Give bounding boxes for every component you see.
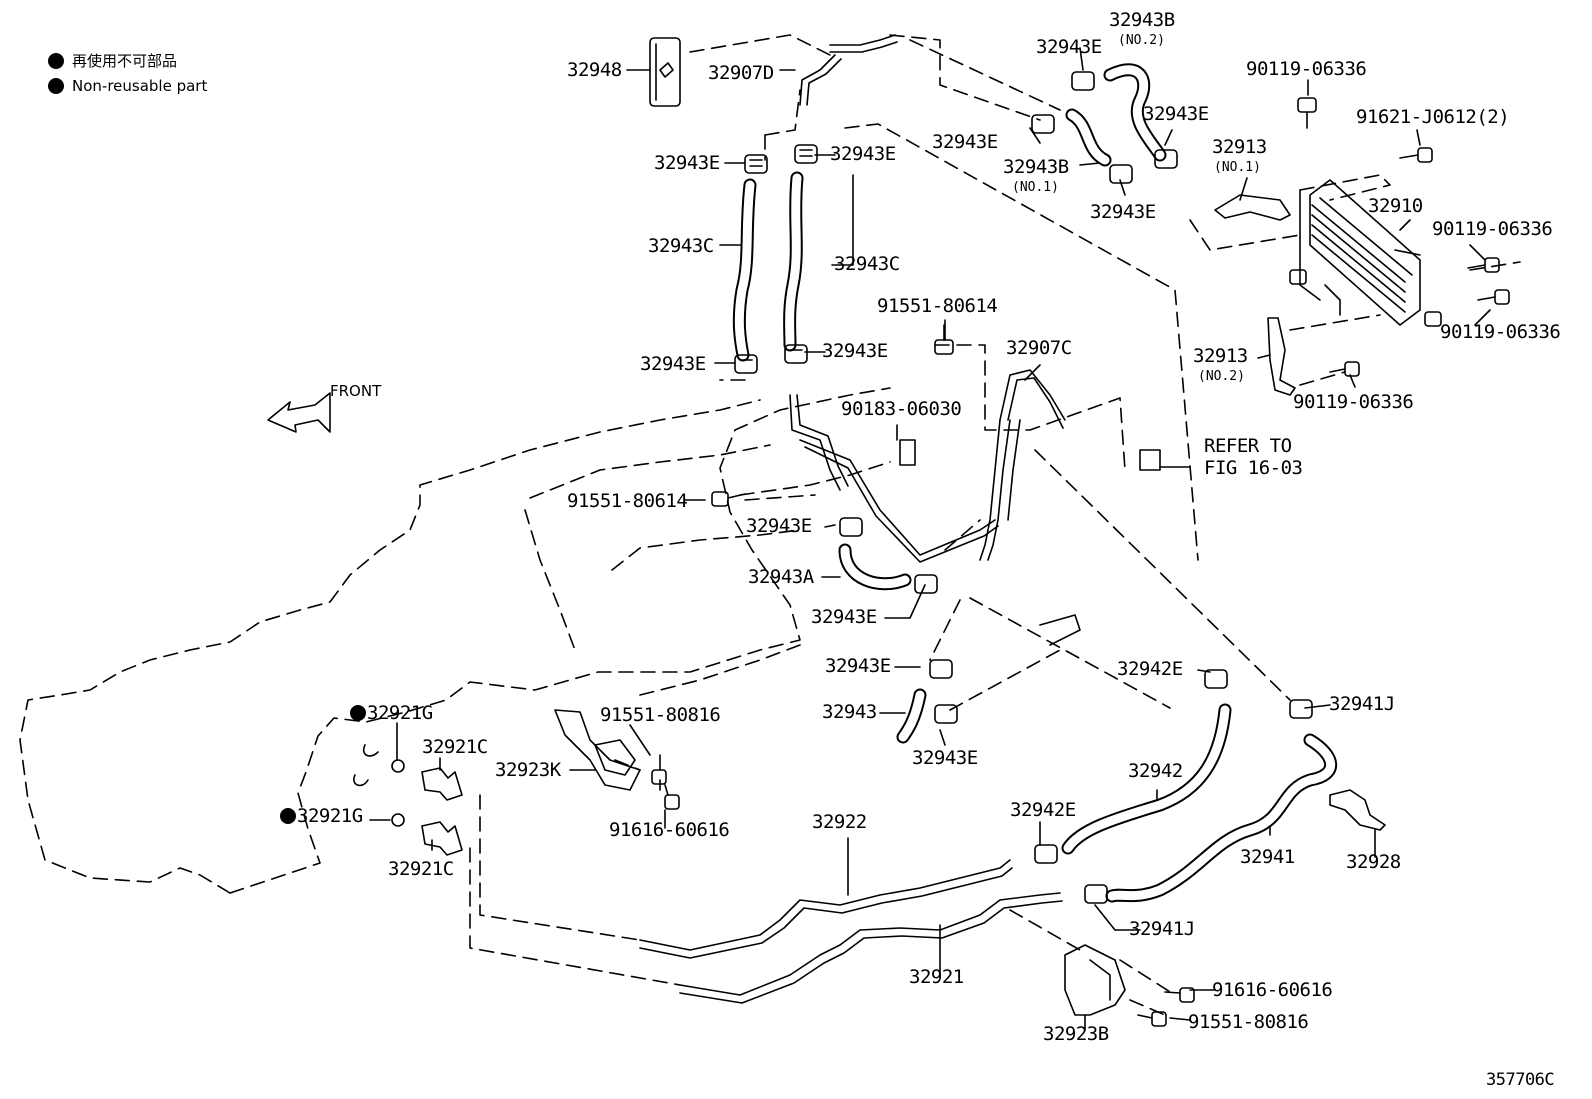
part-label[interactable]: 32943 bbox=[822, 701, 877, 723]
part-sublabel: (NO.2) bbox=[1198, 369, 1245, 384]
part-label[interactable]: 90183-06030 bbox=[841, 398, 962, 420]
part-label[interactable]: 32922 bbox=[812, 811, 867, 833]
non-reusable-dot-icon bbox=[48, 53, 64, 69]
part-label[interactable]: 32913 bbox=[1193, 345, 1248, 367]
legend-en: Non-reusable part bbox=[48, 77, 207, 95]
part-label[interactable]: 90119-06336 bbox=[1293, 391, 1414, 413]
part-label-non-reusable[interactable]: 32921G bbox=[350, 703, 433, 723]
part-label[interactable]: 32941 bbox=[1240, 846, 1295, 868]
part-label[interactable]: 32923K bbox=[495, 759, 561, 781]
part-label[interactable]: 90119-06336 bbox=[1440, 321, 1561, 343]
non-reusable-dot-icon bbox=[350, 705, 366, 721]
figure-code: 357706C bbox=[1486, 1070, 1555, 1090]
part-label[interactable]: 91616-60616 bbox=[1212, 979, 1333, 1001]
part-label[interactable]: 32943E bbox=[830, 143, 896, 165]
part-label[interactable]: 32921 bbox=[909, 966, 964, 988]
front-arrow bbox=[267, 392, 331, 433]
part-label[interactable]: 91551-80816 bbox=[1188, 1011, 1309, 1033]
part-label[interactable]: 32923B bbox=[1043, 1023, 1109, 1045]
part-sublabel: (NO.1) bbox=[1012, 180, 1059, 195]
part-label[interactable]: 32943E bbox=[912, 747, 978, 769]
non-reusable-dot-icon bbox=[280, 808, 296, 824]
part-label[interactable]: 32913 bbox=[1212, 136, 1267, 158]
pad-32948 bbox=[649, 37, 681, 107]
part-label[interactable]: 91551-80614 bbox=[877, 295, 998, 317]
part-label[interactable]: 32943C bbox=[648, 235, 714, 257]
brackets bbox=[554, 194, 1386, 1016]
part-label[interactable]: 32943B bbox=[1003, 156, 1069, 178]
refer-line1: REFER TO bbox=[1204, 435, 1292, 457]
part-label[interactable]: 32910 bbox=[1368, 195, 1423, 217]
hose-clamps bbox=[734, 71, 1313, 904]
part-label[interactable]: 32941J bbox=[1329, 693, 1395, 715]
part-label[interactable]: 91551-80816 bbox=[600, 704, 721, 726]
part-label[interactable]: 32943E bbox=[932, 131, 998, 153]
part-label[interactable]: 32943C bbox=[834, 253, 900, 275]
part-label[interactable]: 90119-06336 bbox=[1432, 218, 1553, 240]
legend-jp: 再使用不可部品 bbox=[48, 52, 177, 70]
part-label[interactable]: 32907D bbox=[708, 62, 774, 84]
part-label-non-reusable[interactable]: 32921G bbox=[280, 806, 363, 826]
part-label[interactable]: 91616-60616 bbox=[609, 819, 730, 841]
part-label[interactable]: 32928 bbox=[1346, 851, 1401, 873]
part-label[interactable]: 32943E bbox=[1090, 201, 1156, 223]
pipes bbox=[639, 34, 1081, 1004]
part-label[interactable]: 32942E bbox=[1117, 658, 1183, 680]
part-label[interactable]: 32921C bbox=[422, 736, 488, 758]
part-label[interactable]: 91551-80614 bbox=[567, 490, 688, 512]
part-label[interactable]: 32943E bbox=[746, 515, 812, 537]
part-sublabel: (NO.2) bbox=[1118, 33, 1165, 48]
part-label[interactable]: 32943B bbox=[1109, 9, 1175, 31]
part-label[interactable]: 90119-06336 bbox=[1246, 58, 1367, 80]
part-label[interactable]: 32943E bbox=[654, 152, 720, 174]
front-label: FRONT bbox=[330, 382, 382, 400]
part-label[interactable]: 32942E bbox=[1010, 799, 1076, 821]
part-label[interactable]: 32943E bbox=[822, 340, 888, 362]
part-label[interactable]: 32943E bbox=[1036, 36, 1102, 58]
fittings bbox=[353, 744, 463, 856]
part-label[interactable]: 32943A bbox=[748, 566, 814, 588]
part-label[interactable]: 32943E bbox=[811, 606, 877, 628]
leader-lines bbox=[369, 47, 1491, 1031]
part-label[interactable]: 32943E bbox=[1143, 103, 1209, 125]
part-label[interactable]: 32943E bbox=[640, 353, 706, 375]
hoses bbox=[732, 63, 1338, 903]
oil-cooler-32910 bbox=[1289, 179, 1442, 327]
bolts bbox=[651, 97, 1510, 1027]
part-label[interactable]: 32907C bbox=[1006, 337, 1072, 359]
part-label[interactable]: 32921C bbox=[388, 858, 454, 880]
part-sublabel: (NO.1) bbox=[1214, 160, 1261, 175]
part-label[interactable]: 32948 bbox=[567, 59, 622, 81]
part-label[interactable]: 32942 bbox=[1128, 760, 1183, 782]
part-label[interactable]: 32943E bbox=[825, 655, 891, 677]
transmission-outline bbox=[19, 387, 891, 894]
part-label[interactable]: 32941J bbox=[1129, 918, 1195, 940]
assembly-frame bbox=[469, 34, 1521, 1016]
part-label[interactable]: 91621-J0612(2) bbox=[1356, 106, 1510, 128]
refer-line2[interactable]: FIG 16-03 bbox=[1204, 457, 1303, 479]
non-reusable-dot-icon bbox=[48, 78, 64, 94]
